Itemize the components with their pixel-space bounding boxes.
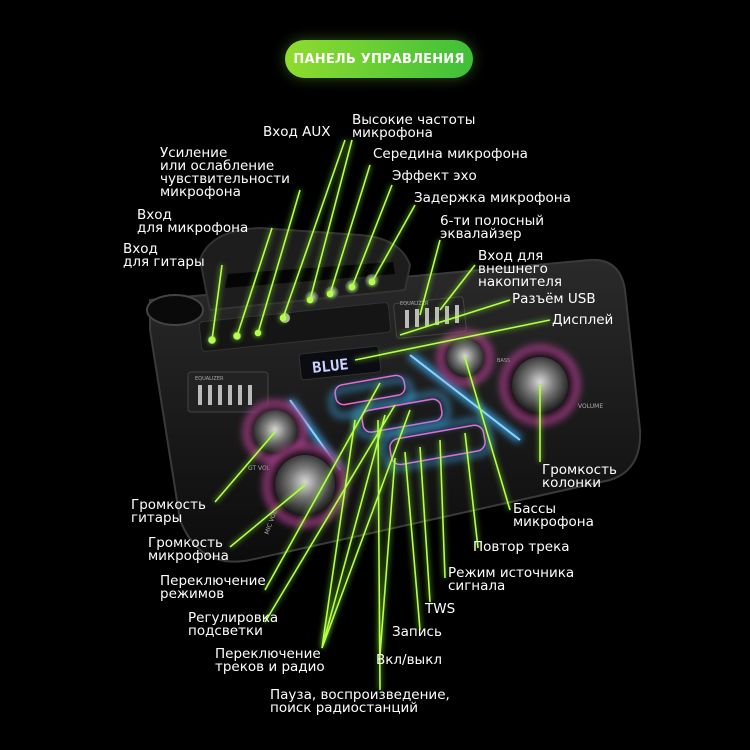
label-mic-mid: Середина микрофона — [373, 146, 528, 162]
top-left-cup — [146, 294, 204, 326]
label-mic-volume: Громкость микрофона — [148, 535, 229, 564]
label-pause-play: Пауза, воспроизведение, поиск радиостанц… — [270, 687, 450, 716]
label-mic-input: Вход для микрофона — [137, 207, 249, 236]
echo-knob-icon — [345, 280, 359, 294]
aux-jack-icon — [280, 313, 290, 323]
label-record: Запись — [392, 624, 442, 640]
left-equalizer-label: EQUALIZER — [195, 376, 224, 382]
label-mic-delay: Задержка микрофона — [414, 190, 571, 206]
label-display: Дисплей — [552, 312, 614, 328]
right-equalizer-label: EQUALIZER — [400, 301, 429, 307]
mid-knob-icon — [325, 286, 339, 300]
label-mic-bass: Бассы микрофона — [513, 501, 594, 530]
label-aux-input: Вход AUX — [263, 124, 331, 140]
volume-print: VOLUME — [578, 403, 603, 410]
label-source-mode: Режим источника сигнала — [448, 565, 575, 594]
label-power: Вкл/выкл — [376, 652, 442, 668]
label-eq6: 6-ти полосный эквалайзер — [440, 213, 545, 242]
speaker-volume-knob — [501, 346, 579, 424]
guitar-jack-icon — [208, 336, 216, 344]
label-mic-gain: Усиление или ослабление чувствительности… — [160, 145, 290, 200]
label-mode-switch: Переключение режимов — [160, 573, 266, 602]
label-guitar-volume: Громкость гитары — [131, 497, 206, 526]
label-speaker-volume: Громкость колонки — [542, 462, 617, 491]
mic-jack-icon — [233, 332, 241, 340]
label-backlight: Регулировка подсветки — [188, 610, 279, 639]
label-mic-treble: Высокие частоты микрофона — [352, 112, 476, 141]
label-track-radio: Переключение треков и радио — [215, 646, 325, 675]
label-guitar-input: Вход для гитары — [123, 241, 205, 270]
page-title: ПАНЕЛЬ УПРАВЛЕНИЯ — [285, 40, 473, 78]
treble-knob-icon — [305, 291, 319, 305]
label-usb: Разъём USB — [512, 291, 596, 307]
label-repeat-track: Повтор трека — [473, 539, 570, 555]
label-ext-storage: Вход для внешнего накопителя — [478, 248, 563, 290]
gain-knob-icon — [255, 330, 261, 336]
display-readout: BLUE — [311, 355, 349, 377]
left-eq-sliders — [198, 385, 252, 405]
label-tws: TWS — [425, 601, 456, 617]
bass-knob — [438, 331, 492, 385]
delay-knob-icon — [365, 274, 379, 288]
label-echo: Эффект эхо — [392, 168, 477, 184]
